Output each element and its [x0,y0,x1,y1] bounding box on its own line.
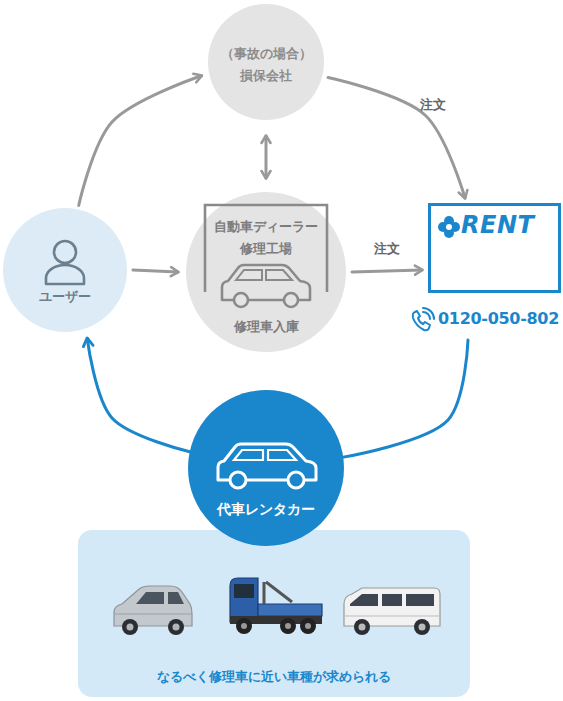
icon-part [168,619,184,635]
icon-part [284,293,298,307]
icon-part [114,586,192,635]
icon-part [114,614,192,615]
icon-part [444,228,454,238]
car-icon [188,390,344,546]
icon-part [419,624,426,631]
icon-part [234,584,254,598]
icon-part [46,265,84,284]
icon-part [413,311,430,330]
user-circle: ユーザー [3,208,127,332]
icon-part [230,578,322,634]
rental-car-circle: 代車レンタカー [188,390,344,546]
icon-part [54,241,76,263]
icon-part [285,623,291,629]
flow-connector [79,76,202,206]
flow-connector [133,270,178,272]
icon-part [127,624,134,631]
edge-label: 注文 [374,240,400,258]
icon-part [230,616,322,624]
icon-part [446,224,452,230]
node-subtext: 0120-050-802 [438,309,563,328]
icon-part [438,216,460,238]
icon-part [300,618,316,634]
icon-part [205,205,327,292]
icon-part [234,293,248,307]
icon-part [444,216,454,226]
repair-shop-circle: 自動車ディーラー 修理工場修理車入庫 [186,192,346,352]
flow-connector [265,136,268,178]
flow-connector [328,77,465,198]
icon-part [344,616,440,617]
user-icon [3,208,127,332]
flow-connector [343,340,468,457]
icon-part [236,270,292,280]
icon-part [136,592,184,604]
icon-part [234,450,296,460]
node-title: 自動車ディーラー 修理工場 [210,216,322,260]
rental-company-box: RENT 0120-050-802 [405,203,563,338]
node-title: RENT [461,211,557,239]
icon-part [350,594,434,606]
icon-part [423,308,434,319]
icon-part [236,618,252,634]
flow-connector [87,338,189,451]
icon-part [222,265,310,300]
node-title: 代車レンタカー [188,501,344,519]
icon-part [305,623,311,629]
icon-part [288,472,304,488]
icon-part [122,619,138,635]
icon-part [230,578,258,622]
icon-part [450,222,460,232]
edge-label: 注文 [420,96,446,114]
vehicle-type-panel: なるべく修理車に近い車種が求められる [78,530,470,697]
icon-part [344,588,440,635]
node-title: （事故の場合） 損保会社 [218,43,314,87]
node-title: なるべく修理車に近い車種が求められる [78,668,470,686]
icon-part [413,308,434,330]
icon-part [218,444,316,480]
icon-part [438,222,448,232]
icon-part [344,588,440,626]
icon-part [280,618,296,634]
icon-part [359,624,366,631]
insurer-circle: （事故の場合） 損保会社 [208,4,324,120]
icon-part [258,604,322,616]
icon-part [264,582,292,604]
node-subtext: 修理車入庫 [186,318,346,336]
icon-part [230,472,246,488]
icon-part [354,619,370,635]
icon-part [114,586,192,626]
flow-connector [352,270,422,272]
node-title: ユーザー [3,288,127,306]
icon-part [173,624,180,631]
icon-part [241,623,247,629]
icon-part [414,619,430,635]
